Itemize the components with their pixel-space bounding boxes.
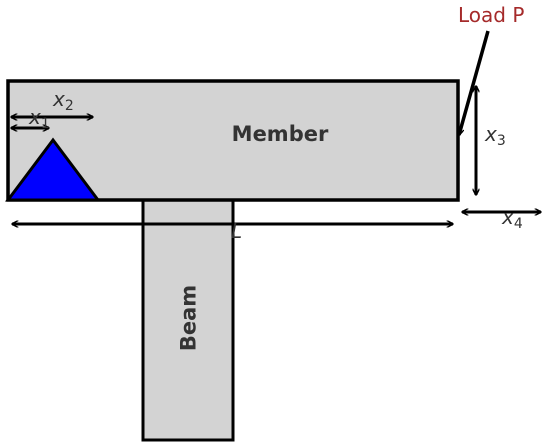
beam-rect <box>141 198 235 442</box>
support-triangle <box>5 137 101 202</box>
load-arrow <box>459 30 490 135</box>
load-label: Load P <box>458 3 524 27</box>
x4-label: x4 <box>501 205 523 232</box>
x1-label: x1 <box>28 105 50 132</box>
beam-label: Beam <box>176 285 200 351</box>
x2-label: x2 <box>52 87 74 114</box>
member-label: Member <box>232 122 329 146</box>
length-label: L <box>231 219 242 243</box>
x3-label: x3 <box>484 122 506 149</box>
